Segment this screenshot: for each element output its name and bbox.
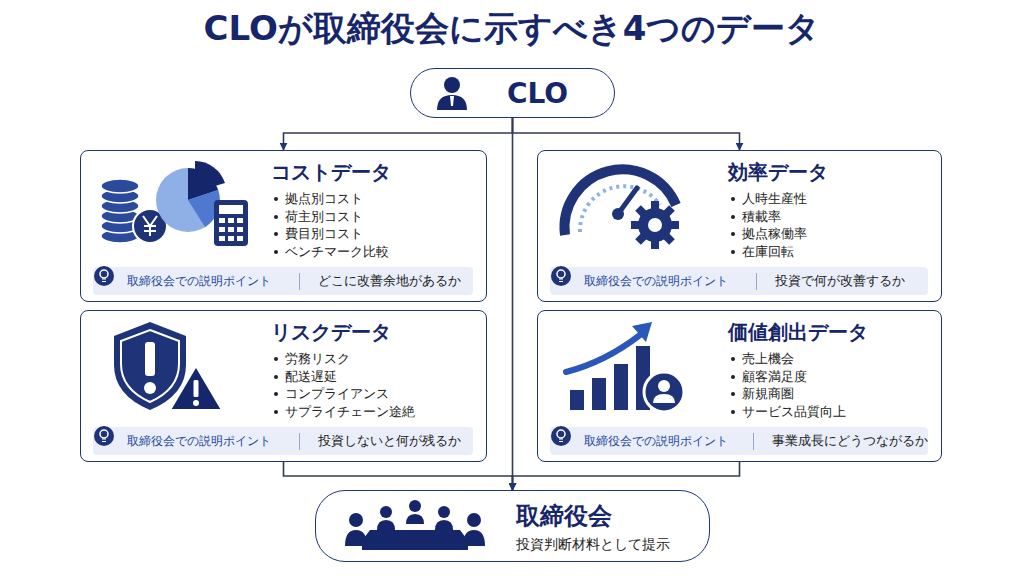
board-subtitle: 投資判断材料として提示	[516, 536, 670, 554]
bullet-item: サプライチェーン途絶	[271, 403, 478, 421]
risk-icon	[114, 322, 222, 410]
bullet-item: コンプライアンス	[271, 385, 478, 403]
bullet-item: 在庫回転	[728, 243, 933, 261]
bullet-item: 人時生産性	[728, 190, 933, 208]
person-icon	[437, 77, 467, 110]
data-card: コストデータ拠点別コスト荷主別コスト費目別コストベンチマーク比較取締役会での説明…	[80, 150, 487, 302]
connector-arrow	[284, 462, 513, 490]
card-heading: リスクデータ	[271, 319, 478, 346]
connector-arrow	[513, 118, 740, 150]
bullet-item: 拠点稼働率	[728, 225, 933, 243]
bullet-item: 売上機会	[728, 350, 933, 368]
bullet-item: 積載率	[728, 208, 933, 226]
data-card: 価値創出データ売上機会顧客満足度新規商圏サービス品質向上取締役会での説明ポイント…	[537, 310, 942, 462]
card-heading: 価値創出データ	[728, 319, 933, 346]
connector-arrow	[513, 462, 740, 490]
band-label: 取締役会での説明ポイント	[584, 273, 756, 290]
bullet-item: 配送遅延	[271, 368, 478, 386]
data-card: 効率データ人時生産性積載率拠点稼働率在庫回転取締役会での説明ポイント投資で何が改…	[537, 150, 942, 302]
explanation-band: 取締役会での説明ポイント投資で何が改善するか	[550, 267, 928, 295]
bullet-item: 新規商圏	[728, 385, 933, 403]
role-pill: CLO	[410, 68, 615, 118]
band-point: 投資で何が改善するか	[756, 273, 905, 290]
role-name: CLO	[507, 77, 568, 110]
band-point: 事業成長にどうつながるか	[753, 433, 928, 450]
connector-arrow	[284, 118, 513, 150]
meeting-icon	[345, 500, 485, 550]
bullet-item: 顧客満足度	[728, 368, 933, 386]
band-label: 取締役会での説明ポイント	[584, 433, 753, 450]
diagram-title: CLOが取締役会に示すべき4つのデータ	[0, 6, 1024, 52]
band-label: 取締役会での説明ポイント	[127, 273, 299, 290]
data-card: リスクデータ労務リスク配送遅延コンプライアンスサプライチェーン途絶取締役会での説…	[80, 310, 487, 462]
lightbulb-icon	[94, 266, 571, 446]
explanation-band: 取締役会での説明ポイント投資しないと何が残るか	[93, 427, 473, 455]
bullet-item: 拠点別コスト	[271, 190, 478, 208]
card-heading: コストデータ	[271, 159, 478, 186]
connector-arrow	[512, 118, 514, 490]
band-point: どこに改善余地があるか	[299, 273, 461, 290]
explanation-band: 取締役会での説明ポイントどこに改善余地があるか	[93, 267, 473, 295]
band-point: 投資しないと何が残るか	[299, 433, 461, 450]
bullet-item: ベンチマーク比較	[271, 243, 478, 261]
growth-icon	[566, 322, 684, 412]
board-pill: 取締役会投資判断材料として提示	[315, 490, 710, 562]
bullet-item: 労務リスク	[271, 350, 478, 368]
explanation-band: 取締役会での説明ポイント事業成長にどうつながるか	[550, 427, 928, 455]
band-label: 取締役会での説明ポイント	[127, 433, 299, 450]
cost-icon	[101, 161, 248, 246]
board-title: 取締役会	[516, 500, 670, 532]
bullet-item: サービス品質向上	[728, 403, 933, 421]
bullet-item: 費目別コスト	[271, 225, 478, 243]
card-heading: 効率データ	[728, 159, 933, 186]
bullet-item: 荷主別コスト	[271, 208, 478, 226]
gauge-icon	[564, 169, 679, 249]
